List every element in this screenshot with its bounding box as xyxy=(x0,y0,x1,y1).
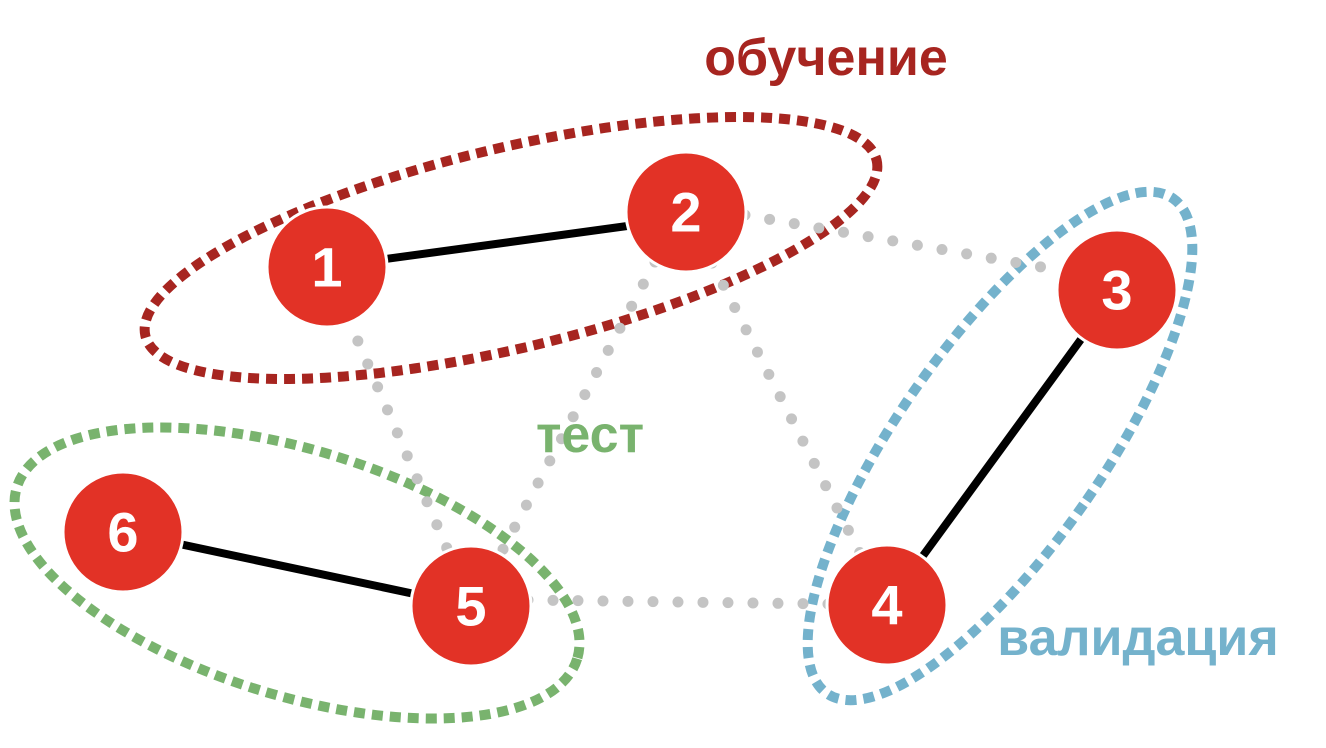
dotted-edges xyxy=(342,209,1076,610)
node-2-circle xyxy=(624,150,748,274)
train-group-outline xyxy=(139,112,883,384)
node-6: 6 xyxy=(61,470,185,594)
node-5-label: 5 xyxy=(455,575,486,638)
node-6-circle xyxy=(61,470,185,594)
train-group-label: обучение xyxy=(704,29,948,87)
node-1-label: 1 xyxy=(311,236,342,299)
node-1-circle xyxy=(265,205,389,329)
node-3: 3 xyxy=(1055,228,1179,352)
node-4-label: 4 xyxy=(871,574,902,637)
node-4: 4 xyxy=(825,543,949,667)
edge-3-4 xyxy=(883,287,1121,608)
test-group-label: тест xyxy=(536,406,644,464)
node-2-label: 2 xyxy=(670,181,701,244)
validation-group-outline xyxy=(802,186,1198,706)
group-outlines xyxy=(9,112,1198,724)
node-3-label: 3 xyxy=(1101,259,1132,322)
node-2: 2 xyxy=(624,150,748,274)
node-3-circle xyxy=(1055,228,1179,352)
node-5: 5 xyxy=(409,544,533,668)
edge-2-3 xyxy=(739,209,1076,278)
edge-2-5 xyxy=(494,256,661,561)
edge-1-5 xyxy=(342,312,458,566)
node-6-label: 6 xyxy=(107,501,138,564)
node-1: 1 xyxy=(265,205,389,329)
edge-2-4 xyxy=(706,257,866,559)
node-4-circle xyxy=(825,543,949,667)
edge-5-4 xyxy=(522,594,836,610)
node-5-circle xyxy=(409,544,533,668)
validation-group-label: валидация xyxy=(997,609,1278,667)
nodes: 1 2 3 4 5 6 xyxy=(61,150,1179,668)
test-group-outline xyxy=(9,422,585,724)
